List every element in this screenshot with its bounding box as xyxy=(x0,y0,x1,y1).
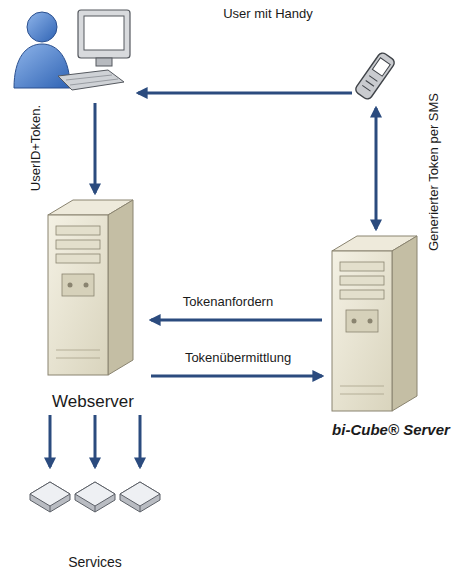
node-label: Webserver xyxy=(52,392,134,412)
arrow-connector xyxy=(151,319,322,322)
arrow-connector xyxy=(151,375,322,378)
edge-label: User mit Handy xyxy=(221,6,315,22)
arrow-connector xyxy=(94,103,97,193)
node-box: Services xyxy=(15,470,175,570)
edge-label: Tokenübermittlung xyxy=(183,350,293,366)
arrow-connector xyxy=(139,415,142,467)
node-box: bi-Cube® Server xyxy=(325,232,457,438)
node-label: Services xyxy=(68,554,122,570)
arrow-connector xyxy=(94,415,97,467)
service-device xyxy=(75,482,115,512)
node-box: Webserver xyxy=(38,196,148,412)
service-device xyxy=(120,482,160,512)
computer-icon xyxy=(58,10,130,90)
server-tower xyxy=(332,236,417,411)
edge-label: Tokenanfordern xyxy=(181,294,275,310)
arrow-connector xyxy=(49,415,52,467)
edge-label: Generierter Token per SMS xyxy=(426,91,442,253)
node-box xyxy=(355,45,395,105)
arrow-connector xyxy=(138,92,352,95)
node-box xyxy=(5,2,135,100)
edge-label: UserID+Token. xyxy=(28,103,44,193)
webserver-tower xyxy=(48,200,133,375)
service-device xyxy=(30,482,70,512)
phone-icon xyxy=(354,51,396,101)
node-label: bi-Cube® Server xyxy=(332,421,450,438)
arrow-connector xyxy=(375,108,378,229)
